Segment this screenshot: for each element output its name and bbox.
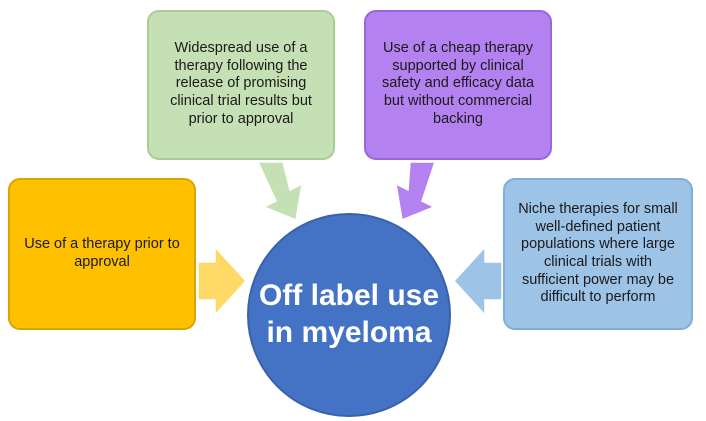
box-text: Niche therapies for small well-defined p… — [518, 200, 678, 306]
box-text: Widespread use of a therapy following th… — [170, 40, 312, 127]
center-circle: Off label use in myeloma — [247, 213, 451, 417]
arrow-left-icon — [452, 245, 503, 317]
arrow-right-icon — [197, 245, 248, 317]
box-cheap-therapy: Use of a cheap therapy supported by clin… — [364, 10, 552, 160]
box-text: Use of a cheap therapy supported by clin… — [381, 40, 535, 127]
box-therapy-prior-to-approval: Use of a therapy prior to approval — [8, 178, 196, 330]
box-widespread-use: Widespread use of a therapy following th… — [147, 10, 335, 160]
box-text: Use of a therapy prior to approval — [24, 236, 180, 270]
center-label: Off label use in myeloma — [258, 279, 440, 349]
arrow-down-right-icon — [256, 161, 303, 222]
box-niche-therapies: Niche therapies for small well-defined p… — [503, 178, 693, 330]
arrow-down-left-icon — [395, 161, 437, 222]
